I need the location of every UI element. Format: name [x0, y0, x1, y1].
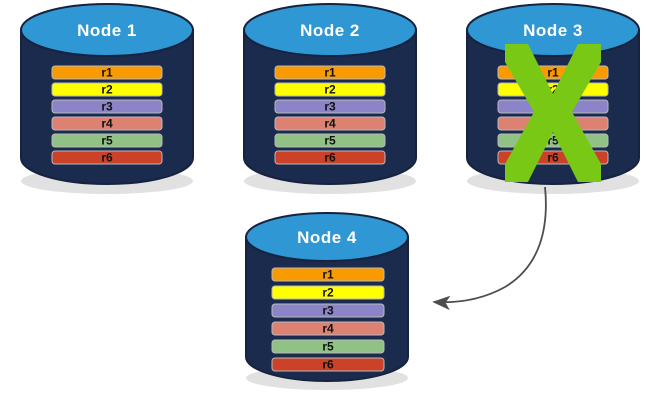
node-2-label: Node 2	[300, 21, 360, 40]
node-1-row-r3[interactable]	[51, 99, 163, 114]
node-4-label: Node 4	[297, 228, 357, 247]
node-3-row-r6-label: r6	[547, 151, 559, 165]
recovery-arrow	[432, 186, 547, 311]
node-4-row-r2-label: r2	[322, 286, 334, 300]
node-4-row-r2[interactable]	[271, 285, 385, 300]
node-4[interactable]: Node 4 r1 r2 r3 r4 r5 r6	[245, 212, 409, 390]
node-2-row-r6-label: r6	[324, 151, 336, 165]
node-3-row-r1-label: r1	[547, 66, 559, 80]
node-2-row-r2[interactable]	[274, 82, 386, 97]
node-4-row-r6-label: r6	[322, 358, 334, 372]
node-3-row-r2-label: r2	[547, 83, 559, 97]
node-2-row-r5[interactable]	[274, 133, 386, 148]
node-4-row-r1[interactable]	[271, 267, 385, 282]
node-1-row-r6[interactable]	[51, 150, 163, 165]
node-failure-x-icon	[505, 44, 601, 182]
node-1-row-r5[interactable]	[51, 133, 163, 148]
node-2-row-r5-label: r5	[324, 134, 336, 148]
node-1-top	[20, 3, 194, 57]
node-2-row-r6[interactable]	[274, 150, 386, 165]
node-3-label: Node 3	[523, 21, 583, 40]
node-1-row-r1[interactable]	[51, 65, 163, 80]
node-2-top	[243, 3, 417, 57]
node-1-row-r4-label: r4	[101, 117, 113, 131]
node-1-row-r3-label: r3	[101, 100, 113, 114]
node-4-row-r3[interactable]	[271, 303, 385, 318]
node-1[interactable]: Node 1 r1 r2 r3 r4 r5 r6	[20, 3, 194, 194]
node-1-rows: r1 r2 r3 r4 r5 r6	[51, 65, 163, 165]
node-2-row-r1[interactable]	[274, 65, 386, 80]
node-3[interactable]: Node 3 r1 r2 r3 r4 r5 r6	[466, 3, 640, 194]
node-4-top	[245, 212, 409, 262]
recovery-arrow-path	[432, 186, 547, 311]
node-4-row-r4-label: r4	[322, 322, 334, 336]
node-1-label: Node 1	[77, 21, 137, 40]
node-1-row-r5-label: r5	[101, 134, 113, 148]
node-1-row-r6-label: r6	[101, 151, 113, 165]
node-2-row-r1-label: r1	[324, 66, 336, 80]
node-2[interactable]: Node 2 r1 r2 r3 r4 r5 r6	[243, 3, 417, 194]
node-2-row-r3-label: r3	[324, 100, 336, 114]
node-3-top	[466, 3, 640, 57]
node-2-rows: r1 r2 r3 r4 r5 r6	[274, 65, 386, 165]
node-3-row-r5-label: r5	[547, 134, 559, 148]
node-2-row-r2-label: r2	[324, 83, 336, 97]
node-1-row-r4[interactable]	[51, 116, 163, 131]
node-2-row-r3[interactable]	[274, 99, 386, 114]
node-4-row-r5-label: r5	[322, 340, 334, 354]
node-4-row-r5[interactable]	[271, 339, 385, 354]
node-4-row-r4[interactable]	[271, 321, 385, 336]
node-4-row-r1-label: r1	[322, 268, 334, 282]
node-1-row-r2-label: r2	[101, 83, 113, 97]
node-4-rows: r1 r2 r3 r4 r5 r6	[271, 267, 385, 372]
node-1-row-r2[interactable]	[51, 82, 163, 97]
node-4-row-r3-label: r3	[322, 304, 334, 318]
node-1-row-r1-label: r1	[101, 66, 113, 80]
node-2-row-r4[interactable]	[274, 116, 386, 131]
node-4-row-r6[interactable]	[271, 357, 385, 372]
node-2-row-r4-label: r4	[324, 117, 336, 131]
